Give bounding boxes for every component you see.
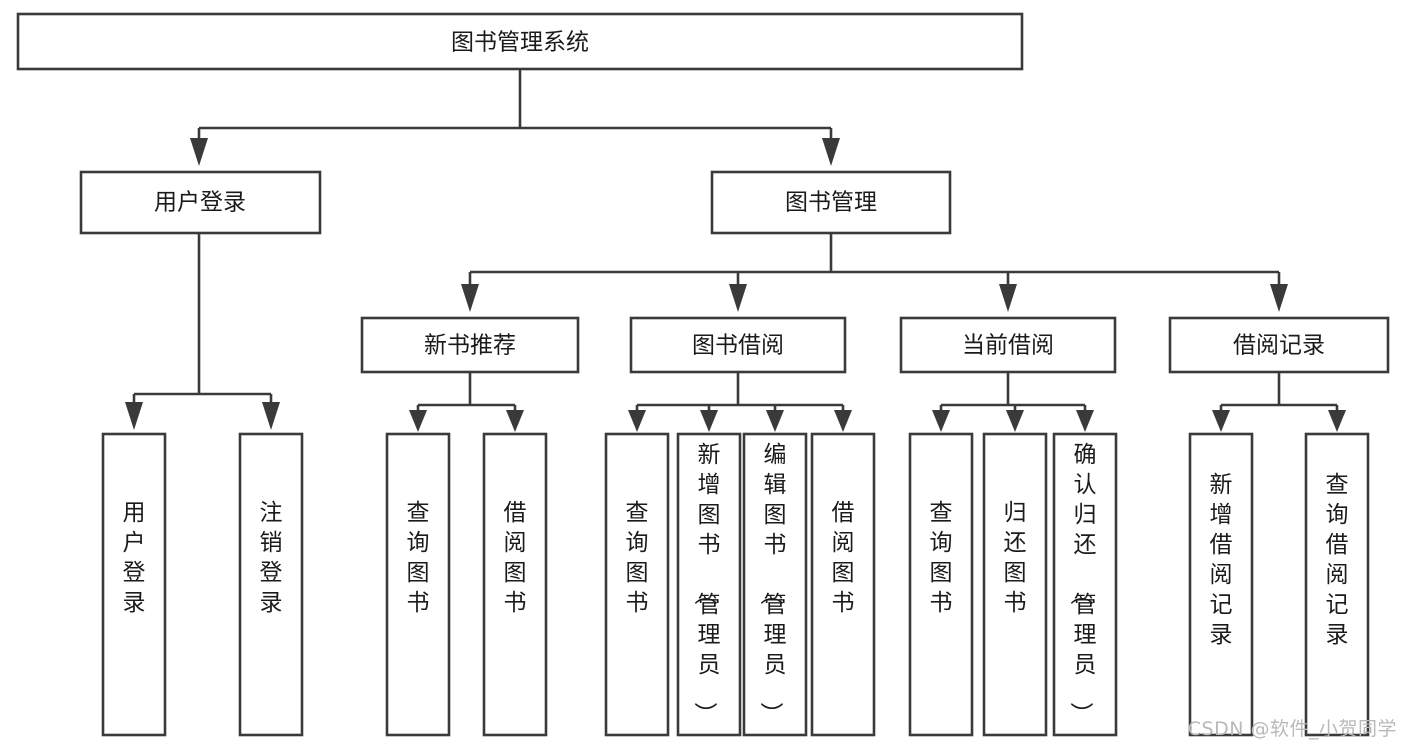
node-book-management[interactable]: 图书管理 — [710, 170, 952, 235]
node-leaf-add-book-box[interactable] — [676, 432, 742, 737]
node-new-book-recommend-label: 新书推荐 — [424, 333, 516, 359]
csdn-watermark: CSDN @软件_小贺同学 — [1187, 718, 1397, 740]
arrowhead-current-borrow — [999, 284, 1017, 312]
node-leaf-return-book[interactable]: 归还图书 — [982, 432, 1048, 737]
node-leaf-confirm-return-label: 确认归还（管理员） — [1068, 442, 1097, 725]
arrowhead-leaf-logout — [262, 402, 280, 430]
arrowhead-leaf-add-record — [1212, 410, 1230, 432]
node-leaf-add-record-box[interactable] — [1188, 432, 1254, 737]
node-book-management-label: 图书管理 — [785, 190, 877, 216]
node-leaf-add-book-label: 新增图书（管理员） — [692, 442, 721, 725]
arrowhead-book-borrow — [729, 284, 747, 312]
arrowhead-leaf-return-book — [1006, 410, 1024, 432]
node-leaf-user-login-box[interactable] — [101, 432, 167, 737]
node-leaf-borrow-book-1-label: 借阅图书 — [504, 500, 527, 616]
node-book-borrow-label: 图书借阅 — [692, 333, 784, 359]
node-user-login[interactable]: 用户登录 — [79, 170, 322, 235]
node-book-management-box[interactable] — [710, 170, 952, 235]
node-leaf-edit-book[interactable]: 编辑图书（管理员） — [742, 432, 808, 737]
node-borrow-records-label: 借阅记录 — [1233, 333, 1325, 359]
node-leaf-query-record-label: 查询借阅记录 — [1326, 472, 1349, 648]
node-user-login-box[interactable] — [79, 170, 322, 235]
arrowhead-book-management — [822, 138, 840, 166]
arrowhead-leaf-user-login — [125, 402, 143, 430]
arrowhead-leaf-borrow-book-1 — [506, 410, 524, 432]
node-leaf-logout-box[interactable] — [238, 432, 304, 737]
node-leaf-confirm-return-box[interactable] — [1052, 432, 1118, 737]
node-leaf-query-book-2-box[interactable] — [604, 432, 670, 737]
connector-group-borrow-records — [1212, 372, 1346, 432]
arrowhead-leaf-confirm-return — [1076, 410, 1094, 432]
node-leaf-logout-label: 注销登录 — [260, 500, 283, 616]
arrowhead-leaf-query-record — [1328, 410, 1346, 432]
node-new-book-recommend-box[interactable] — [360, 316, 580, 374]
arrowhead-user-login — [190, 138, 208, 166]
node-leaf-query-record-box[interactable] — [1304, 432, 1370, 737]
node-leaf-query-book-3-label: 查询图书 — [930, 500, 953, 616]
node-root[interactable]: 图书管理系统 — [16, 12, 1024, 71]
leaf-nodes-layer: 用户登录 注销登录 查询图书 借阅图书 查询图书 新增图书（管理员） — [101, 432, 1370, 737]
connector-group-book-borrow — [628, 372, 852, 432]
node-book-borrow[interactable]: 图书借阅 — [629, 316, 847, 374]
node-borrow-records[interactable]: 借阅记录 — [1168, 316, 1390, 374]
arrowhead-new-book-recommend — [461, 284, 479, 312]
node-user-login-label: 用户登录 — [154, 190, 246, 216]
node-leaf-query-book-2-label: 查询图书 — [626, 500, 649, 616]
arrowhead-leaf-borrow-book-2 — [834, 410, 852, 432]
node-leaf-query-book-1-box[interactable] — [385, 432, 451, 737]
node-leaf-borrow-book-2[interactable]: 借阅图书 — [810, 432, 876, 737]
node-current-borrow[interactable]: 当前借阅 — [899, 316, 1117, 374]
node-root-box[interactable] — [16, 12, 1024, 71]
connector-group-current-borrow — [932, 372, 1094, 432]
node-leaf-borrow-book-2-label: 借阅图书 — [832, 500, 855, 616]
node-leaf-add-record-label: 新增借阅记录 — [1210, 472, 1233, 648]
node-leaf-add-book[interactable]: 新增图书（管理员） — [676, 432, 742, 737]
node-leaf-query-book-1[interactable]: 查询图书 — [385, 432, 451, 737]
connector-group-root — [190, 69, 840, 166]
connector-group-new-book-recommend — [409, 372, 524, 432]
node-leaf-edit-book-label: 编辑图书（管理员） — [758, 442, 787, 725]
node-leaf-query-book-2[interactable]: 查询图书 — [604, 432, 670, 737]
node-borrow-records-box[interactable] — [1168, 316, 1390, 374]
node-leaf-user-login[interactable]: 用户登录 — [101, 432, 167, 737]
arrowhead-leaf-query-book-2 — [628, 410, 646, 432]
node-leaf-add-record[interactable]: 新增借阅记录 — [1188, 432, 1254, 737]
node-book-borrow-box[interactable] — [629, 316, 847, 374]
node-leaf-query-book-3-box[interactable] — [908, 432, 974, 737]
node-leaf-user-login-label: 用户登录 — [123, 500, 146, 616]
node-leaf-return-book-label: 归还图书 — [1004, 500, 1027, 616]
node-leaf-query-record[interactable]: 查询借阅记录 — [1304, 432, 1370, 737]
node-current-borrow-box[interactable] — [899, 316, 1117, 374]
node-new-book-recommend[interactable]: 新书推荐 — [360, 316, 580, 374]
connector-group-book-management — [461, 233, 1288, 312]
node-leaf-logout[interactable]: 注销登录 — [238, 432, 304, 737]
connector-group-user-login — [125, 233, 280, 430]
arrowhead-leaf-edit-book — [766, 410, 784, 432]
node-root-label: 图书管理系统 — [451, 30, 589, 56]
node-leaf-borrow-book-1-box[interactable] — [482, 432, 548, 737]
arrowhead-borrow-records — [1270, 284, 1288, 312]
node-leaf-edit-book-box[interactable] — [742, 432, 808, 737]
node-leaf-query-book-3[interactable]: 查询图书 — [908, 432, 974, 737]
node-leaf-query-book-1-label: 查询图书 — [407, 500, 430, 616]
node-current-borrow-label: 当前借阅 — [962, 333, 1054, 359]
arrowhead-leaf-add-book — [700, 410, 718, 432]
node-leaf-confirm-return[interactable]: 确认归还（管理员） — [1052, 432, 1118, 737]
node-leaf-borrow-book-2-box[interactable] — [810, 432, 876, 737]
arrowhead-leaf-query-book-1 — [409, 410, 427, 432]
node-leaf-borrow-book-1[interactable]: 借阅图书 — [482, 432, 548, 737]
node-leaf-return-book-box[interactable] — [982, 432, 1048, 737]
arrowhead-leaf-query-book-3 — [932, 410, 950, 432]
